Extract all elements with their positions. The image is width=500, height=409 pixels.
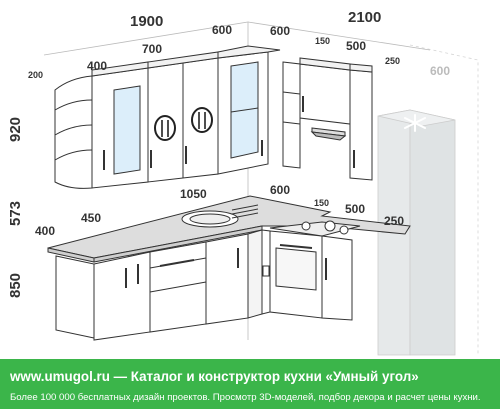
base-open-shelf: [55, 255, 95, 339]
base-open-shelf-body: [55, 255, 95, 339]
base-corner-return: [247, 229, 263, 319]
upper-glass-cabinet-left: [91, 61, 149, 189]
dim-fridge-width: 600: [430, 64, 450, 78]
upper-corner-cabinet: [217, 45, 281, 175]
dim-upper-glass-left: 400: [87, 59, 107, 73]
base-cabinet-sink: [205, 233, 249, 325]
right-wall-outline: [247, 21, 431, 51]
upper-hood-cabinet: [299, 57, 351, 141]
right-shelf-body: [282, 61, 301, 169]
burner-2: [324, 220, 336, 232]
cutlery-plate-left: [154, 115, 176, 141]
sink-drain-1: [231, 204, 259, 211]
dim-top-left-width: 1900: [130, 13, 163, 30]
base-end-cabinet: [321, 235, 353, 321]
right-shelf-board-2: [282, 121, 301, 125]
open-shelf-board-2: [54, 124, 93, 136]
upper-end-top: [349, 63, 373, 73]
dim-counter-corner: 600: [270, 183, 290, 197]
sink: [181, 204, 259, 228]
dim-counter-end: 250: [384, 214, 404, 228]
oven-handle: [279, 244, 313, 249]
burner-3: [339, 225, 349, 235]
open-shelf-board-3: [54, 149, 93, 161]
banner-subtext: Более 100 000 бесплатных дизайн проектов…: [10, 392, 481, 403]
countertop: [47, 195, 411, 263]
base-cabinet-corner: [93, 251, 151, 341]
upper-corner-top: [217, 45, 281, 59]
sink-drain-2: [231, 208, 259, 215]
dim-upper-end: 250: [385, 56, 400, 66]
fork-and-knife-icon: [154, 115, 176, 141]
dim-upper-corner-front: 600: [270, 24, 290, 38]
dim-counter-left: 450: [81, 211, 101, 225]
dim-counter-stove: 500: [345, 202, 365, 216]
dim-upper-filler: 150: [315, 36, 330, 46]
fridge-side: [409, 109, 456, 356]
dim-counter-filler: 150: [314, 198, 329, 208]
dim-upper-double: 700: [142, 42, 162, 56]
base-cabinets: [93, 229, 263, 341]
sink-drain-3: [231, 212, 259, 219]
wall-socket: [262, 265, 270, 277]
upper-right-shelves: [282, 61, 301, 169]
upper-end-cabinet: [349, 63, 373, 181]
dim-gap-height: 573: [7, 201, 24, 226]
fridge-top: [377, 109, 456, 127]
upper-double-cabinet: [147, 51, 219, 183]
dim-upper-corner-side: 600: [212, 23, 232, 37]
dim-counter-sink: 1050: [180, 187, 207, 201]
cutlery-plate-right: [191, 107, 213, 133]
dim-upper-open-shelf: 200: [28, 70, 43, 80]
sink-inner: [189, 213, 231, 225]
upper-corner-glass-bar: [230, 107, 259, 113]
dim-counter-left-end: 400: [35, 224, 55, 238]
fork-and-knife-icon: [191, 107, 213, 133]
burner-1: [301, 221, 311, 231]
upper-hood-cabinet-body: [299, 63, 351, 125]
oven-door: [275, 247, 317, 291]
upper-left-glass: [113, 85, 141, 175]
right-shelf-board-1: [282, 91, 301, 95]
promo-banner: www.umugol.ru — Каталог и конструктор ку…: [0, 359, 500, 409]
upper-open-shelves: [54, 75, 93, 189]
dim-upper-hood: 500: [346, 39, 366, 53]
drawer-split-2: [149, 281, 207, 293]
drawer-handle-1: [159, 259, 195, 267]
banner-headline[interactable]: www.umugol.ru — Каталог и конструктор ку…: [10, 369, 419, 384]
range-hood-underside: [310, 131, 347, 141]
base-right-cabinets: [261, 220, 361, 321]
dim-top-right-width: 2100: [348, 9, 381, 26]
fridge-ghost-wall: [409, 44, 479, 355]
dim-base-height: 850: [7, 273, 24, 298]
dim-upper-height: 920: [7, 117, 24, 142]
open-shelf-board-1: [54, 99, 93, 111]
snowflake-icon: [404, 114, 426, 132]
